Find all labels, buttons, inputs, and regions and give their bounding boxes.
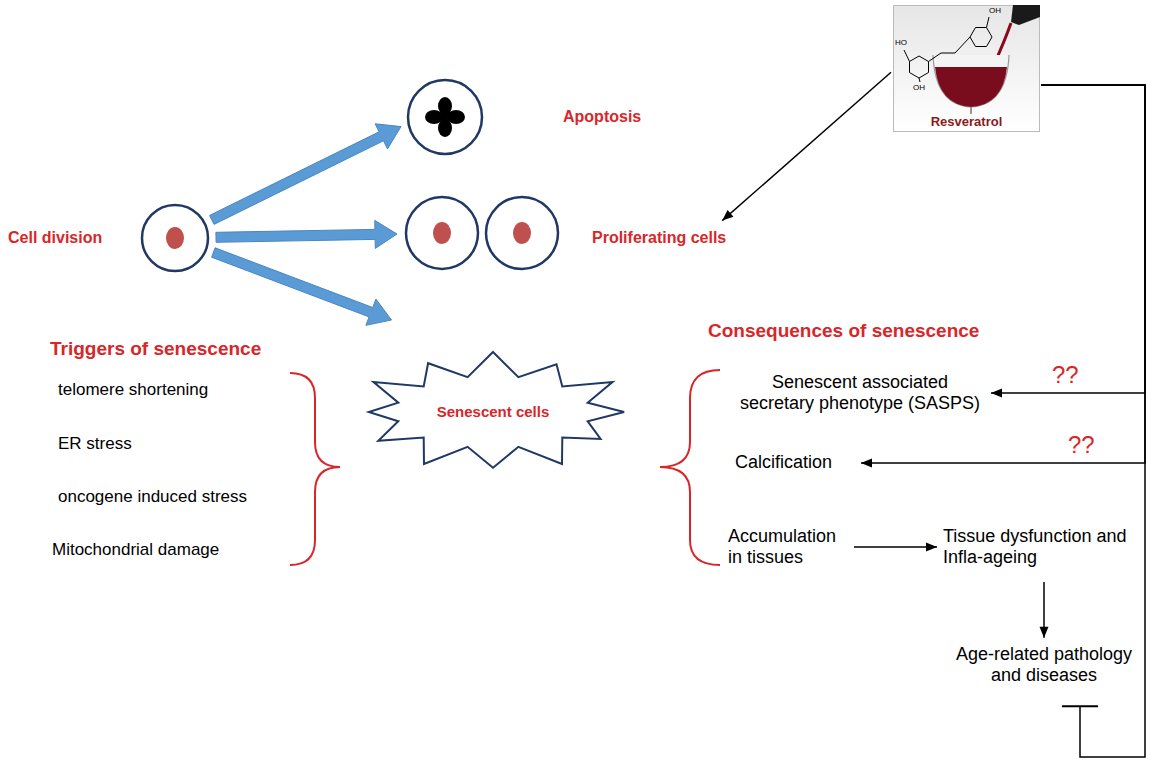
- node-text: Age-related pathology and diseases: [950, 644, 1138, 686]
- connector: [212, 248, 392, 325]
- glass-bowl: [933, 55, 1009, 107]
- connector-line: [854, 546, 937, 548]
- resveratrol-box: Resveratrol: [893, 5, 1040, 132]
- triggers-brace: [290, 373, 340, 565]
- edge-label: ??: [1052, 361, 1079, 389]
- cell-outline: [406, 197, 478, 269]
- outcome-text: Tissue dysfunction and Infla-ageing: [943, 520, 1138, 574]
- chemical-label: OH: [989, 6, 1001, 15]
- arrowhead: [722, 210, 733, 221]
- arrowhead: [861, 459, 872, 468]
- apoptotic-cell: Apoptosis: [405, 77, 705, 157]
- section-heading: Triggers of senescence: [50, 338, 261, 360]
- arrowhead: [991, 389, 1002, 398]
- node-text: Cell division: [8, 229, 102, 248]
- consequence-text: Senescent associated secretary phenotype…: [735, 366, 985, 420]
- bond: [904, 50, 910, 62]
- bond: [919, 78, 920, 82]
- node-text: Tissue dysfunction and Infla-ageing: [943, 526, 1138, 568]
- inhibition-bar: [1062, 705, 1098, 707]
- trigger-item: oncogene induced stress: [58, 487, 247, 507]
- trigger-item: ER stress: [58, 434, 132, 454]
- node-text: Senescent cells: [437, 403, 550, 421]
- outcome-text: Age-related pathology and diseases: [950, 638, 1138, 692]
- wine: [935, 67, 1007, 107]
- consequences-brace: [660, 370, 720, 565]
- fate-arrow: [210, 124, 401, 225]
- connector-line: [722, 72, 891, 220]
- arrowhead: [1040, 627, 1049, 638]
- fate-arrow: [212, 248, 392, 325]
- connector: [991, 85, 1145, 398]
- chemical-label: OH: [913, 83, 925, 92]
- consequence-text: Accumulation in tissues: [728, 520, 848, 574]
- ring-right: [970, 28, 992, 47]
- cell-outline: [142, 205, 208, 271]
- resveratrol-picture: [893, 5, 1040, 132]
- trigger-item: Mitochondrial damage: [52, 540, 219, 560]
- apoptotic-cell-shape: [405, 77, 485, 157]
- star-outline: [369, 352, 624, 468]
- node-text: Proliferating cells: [592, 229, 726, 248]
- wine-bottle: [1011, 5, 1040, 25]
- picture-frame: [894, 6, 1040, 132]
- apoptotic-body: [439, 111, 451, 123]
- node-text: Accumulation in tissues: [728, 526, 848, 568]
- dividing-cell: Cell division: [8, 200, 218, 276]
- proliferating-cells-shape: [403, 194, 563, 274]
- connector: [210, 124, 401, 225]
- bond: [987, 17, 990, 28]
- cell-nucleus: [513, 222, 531, 244]
- connector-line: [991, 85, 1145, 393]
- consequence-text: Calcification: [735, 448, 855, 478]
- bridge-bond: [929, 37, 971, 62]
- dividing-cell-shape: [140, 203, 210, 273]
- node-text: Calcification: [735, 452, 832, 473]
- chemical-label: HO: [895, 38, 907, 47]
- fate-arrow: [216, 220, 397, 248]
- edge-label: ??: [1068, 431, 1095, 459]
- cell-outline: [486, 197, 558, 269]
- ring-left: [910, 56, 929, 78]
- cell-nucleus: [166, 227, 184, 249]
- trigger-item: telomere shortening: [58, 380, 208, 400]
- node-text: Senescent associated secretary phenotype…: [735, 372, 985, 414]
- connector: [216, 220, 397, 248]
- connector: [1040, 582, 1049, 638]
- arrowhead: [926, 543, 937, 552]
- cell-outline: [408, 80, 482, 154]
- proliferating-cells: Proliferating cells: [403, 194, 743, 274]
- connector: [722, 72, 891, 220]
- connector: [854, 543, 937, 552]
- node-text: Resveratrol: [928, 114, 1006, 129]
- cell-nucleus: [433, 222, 451, 244]
- senescent-star: Senescent cells: [352, 350, 634, 474]
- node-text: Apoptosis: [563, 108, 641, 127]
- section-heading: Consequences of senescence: [708, 320, 979, 342]
